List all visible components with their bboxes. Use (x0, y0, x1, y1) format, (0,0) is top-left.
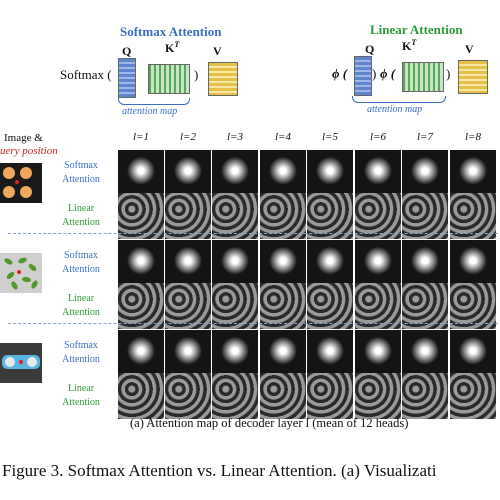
attention-map-cell (165, 150, 211, 196)
attention-map-cell (212, 330, 258, 376)
attention-map-cell (260, 240, 306, 286)
group-separator-2 (8, 323, 498, 324)
attention-map-cell (355, 373, 401, 419)
attention-map-label-linear: attention map (367, 104, 423, 115)
attention-map-cell (402, 283, 448, 329)
v-matrix-linear (458, 60, 488, 94)
phi-close-q: ) (372, 66, 377, 81)
attention-map-cell (450, 150, 496, 196)
attention-map-cell (260, 330, 306, 376)
attention-map-cell (307, 150, 353, 196)
attention-map-cell (307, 240, 353, 286)
attention-map-cell (118, 240, 164, 286)
layer-header-3: l=3 (227, 131, 243, 143)
query-position-label: uery position (0, 145, 58, 157)
attention-map-cell (450, 373, 496, 419)
v-symbol-linear: V (465, 42, 474, 56)
layer-header-1: l=1 (133, 131, 149, 143)
attention-map-cell (165, 283, 211, 329)
attention-map-cell (450, 240, 496, 286)
v-symbol-softmax: V (213, 44, 222, 58)
subfigure-caption: (a) Attention map of decoder layer l (me… (130, 416, 409, 430)
layer-header-2: l=2 (180, 131, 196, 143)
phi-open-q: ϕ ( (332, 66, 348, 81)
q-matrix-linear (354, 56, 372, 96)
q-symbol-softmax: Q (122, 44, 132, 58)
attention-map-cell (355, 330, 401, 376)
attention-map-cell (450, 193, 496, 239)
input-thumbnail-3 (0, 343, 42, 383)
softmax-attention-title: Softmax Attention (120, 24, 222, 39)
attention-map-cell (212, 283, 258, 329)
linear-attention-title: Linear Attention (370, 22, 463, 37)
softmax-function-label: Softmax ( (60, 67, 112, 82)
attention-map-cell (165, 330, 211, 376)
attention-map-cell (307, 373, 353, 419)
attention-map-cell (212, 240, 258, 286)
attention-map-cell (402, 150, 448, 196)
attention-map-cell (212, 193, 258, 239)
layer-header-6: l=6 (370, 131, 386, 143)
phi-close-k: ) (446, 66, 451, 81)
attention-map-cell (402, 240, 448, 286)
q-symbol-linear: Q (365, 42, 375, 56)
kt-symbol-softmax: KT (165, 40, 180, 55)
attention-map-cell (165, 373, 211, 419)
layer-header-8: l=8 (465, 131, 481, 143)
layer-header-5: l=5 (322, 131, 338, 143)
kt-matrix-softmax (148, 64, 190, 94)
attention-map-cell (355, 283, 401, 329)
figure-caption: Figure 3. Softmax Attention vs. Linear A… (2, 461, 437, 480)
attention-map-cell (118, 150, 164, 196)
input-thumbnail-2 (0, 253, 42, 293)
attention-map-cell (260, 283, 306, 329)
attention-map-cell (118, 330, 164, 376)
attention-map-cell (165, 193, 211, 239)
q-matrix-softmax (118, 58, 136, 98)
phi-open-k: ϕ ( (380, 66, 396, 81)
attention-map-cell (118, 283, 164, 329)
attention-map-brace-linear (352, 96, 446, 103)
attention-map-cell (212, 150, 258, 196)
attention-map-cell (450, 330, 496, 376)
input-thumbnail-1 (0, 163, 42, 203)
attention-map-brace-softmax (118, 98, 190, 105)
attention-map-cell (355, 240, 401, 286)
v-matrix-softmax (208, 62, 238, 96)
attention-map-cell (402, 373, 448, 419)
attention-map-cell (165, 240, 211, 286)
group-separator-1 (8, 233, 498, 234)
kt-matrix-linear (402, 62, 444, 92)
attention-map-cell (307, 330, 353, 376)
attention-map-cell (118, 193, 164, 239)
input-image-label: Image & (4, 132, 43, 144)
attention-map-cell (355, 150, 401, 196)
attention-map-cell (355, 193, 401, 239)
attention-map-cell (402, 193, 448, 239)
attention-map-cell (260, 193, 306, 239)
attention-map-cell (118, 373, 164, 419)
softmax-close-paren: ) (194, 67, 199, 82)
layer-header-7: l=7 (417, 131, 433, 143)
layer-header-4: l=4 (275, 131, 291, 143)
attention-map-cell (450, 283, 496, 329)
attention-map-cell (307, 193, 353, 239)
attention-map-label-softmax: attention map (122, 106, 178, 117)
attention-map-cell (307, 283, 353, 329)
kt-symbol-linear: KT (402, 38, 417, 53)
attention-map-cell (212, 373, 258, 419)
attention-map-cell (402, 330, 448, 376)
attention-map-cell (260, 373, 306, 419)
attention-map-cell (260, 150, 306, 196)
